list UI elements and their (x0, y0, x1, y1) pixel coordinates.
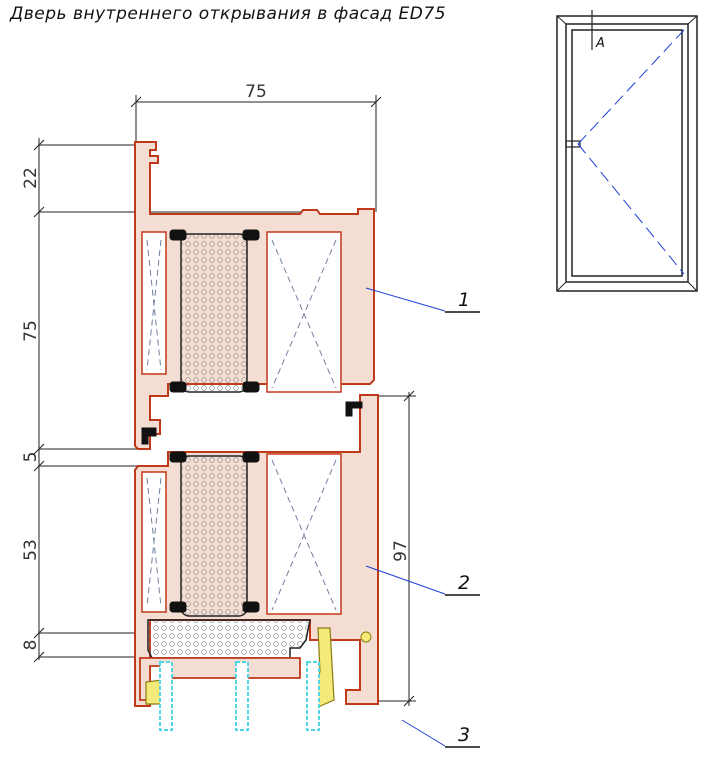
insulation-strips (159, 661, 320, 731)
dim-left-75: 75 (21, 320, 41, 342)
dim-top-75: 75 (245, 82, 267, 102)
opening-lines (577, 29, 685, 275)
drawing-title: Дверь внутреннего открывания в фасад ED7… (10, 4, 447, 24)
glazing-dashes (146, 239, 337, 611)
dim-left-22: 22 (21, 167, 41, 189)
dim-right-97: 97 (391, 540, 411, 562)
dim-left-53: 53 (21, 539, 41, 561)
callout-leaders (365, 287, 446, 747)
gaskets (141, 229, 363, 613)
door-elevation (556, 10, 698, 292)
callout-underlines (445, 311, 480, 748)
threshold-profile (139, 619, 372, 709)
infill-panels (180, 233, 248, 617)
callout-1: 1 (458, 289, 470, 311)
elevation-mark: A (595, 36, 605, 51)
callout-2: 2 (458, 572, 470, 594)
callout-3: 3 (458, 724, 470, 746)
dimension-lines (33, 95, 416, 707)
dim-left-8: 8 (21, 640, 41, 651)
dim-left-5: 5 (21, 452, 41, 463)
